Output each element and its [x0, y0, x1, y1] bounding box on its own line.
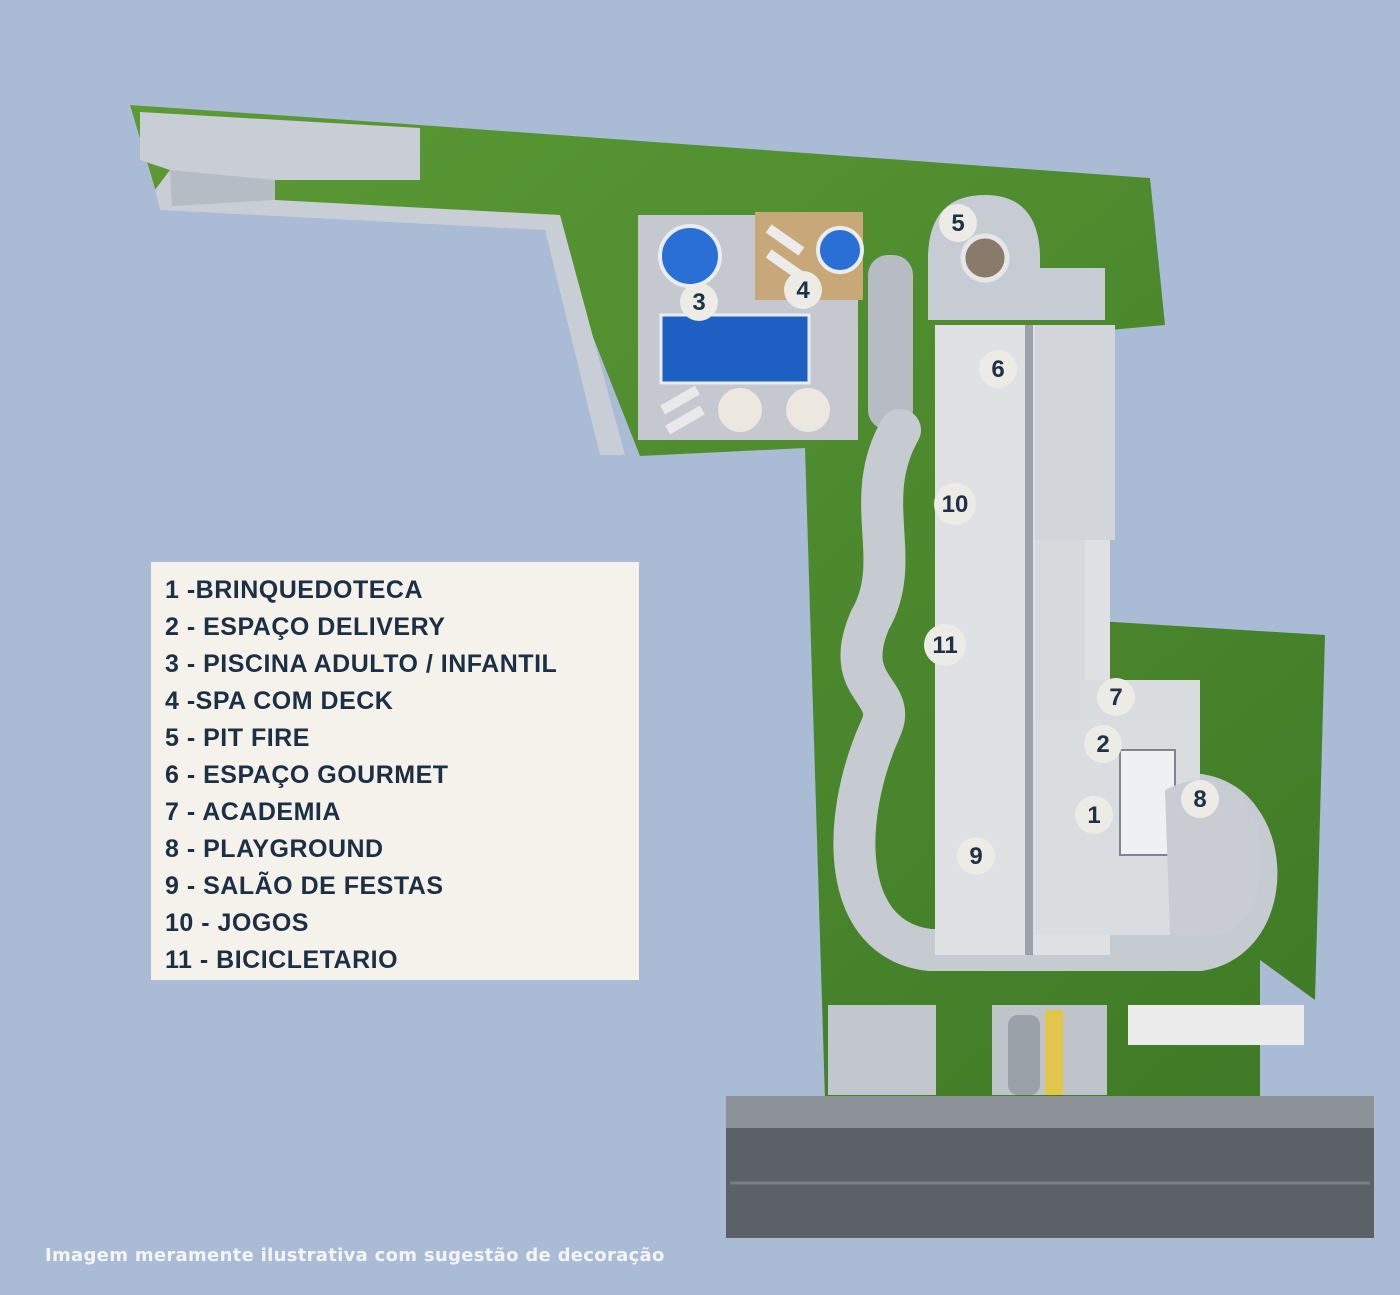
marker-1[interactable]: 1 — [1075, 796, 1113, 834]
kids-pool-icon — [658, 224, 722, 288]
legend-item: 4 -SPA COM DECK — [165, 687, 394, 715]
legend-item: 11 - BICICLETARIO — [165, 946, 399, 974]
building-block — [1035, 325, 1115, 540]
sunbed-icon — [665, 405, 705, 435]
sunbed-icon — [765, 249, 805, 281]
sunbed-icon — [660, 385, 700, 415]
legend-item: 5 - PIT FIRE — [165, 724, 310, 752]
marker-label: 11 — [932, 632, 957, 659]
marker-8[interactable]: 8 — [1181, 780, 1219, 818]
marker-label: 10 — [942, 491, 969, 518]
building-divider — [1025, 325, 1033, 955]
marker-10[interactable]: 10 — [934, 483, 976, 525]
umbrella-icon — [718, 388, 762, 432]
firepit-icon — [960, 233, 1010, 283]
building-block — [1035, 540, 1085, 720]
marker-label: 7 — [1109, 684, 1122, 711]
umbrella-icon — [786, 388, 830, 432]
marker-2[interactable]: 2 — [1084, 725, 1122, 763]
legend-item: 1 -BRINQUEDOTECA — [165, 576, 424, 604]
legend-panel: 1 -BRINQUEDOTECA 2 - ESPAÇO DELIVERY 3 -… — [151, 562, 639, 980]
marker-label: 4 — [796, 277, 810, 304]
playground-area — [1165, 779, 1261, 936]
car-icon — [1008, 1015, 1040, 1095]
service-area — [1128, 1005, 1304, 1045]
marker-3[interactable]: 3 — [680, 283, 718, 321]
marker-label: 9 — [969, 843, 982, 870]
sidewalk — [726, 1096, 1374, 1128]
marker-5[interactable]: 5 — [939, 204, 977, 242]
marker-11[interactable]: 11 — [924, 624, 966, 666]
marker-label: 3 — [692, 289, 705, 316]
marker-label: 1 — [1087, 802, 1100, 829]
entrance-block — [828, 1005, 936, 1095]
marker-label: 2 — [1096, 731, 1109, 758]
legend-item: 8 - PLAYGROUND — [165, 835, 384, 863]
marker-9[interactable]: 9 — [957, 837, 995, 875]
hatched-zone — [1045, 1010, 1063, 1095]
marker-label: 8 — [1193, 786, 1206, 813]
legend-list: 1 -BRINQUEDOTECA 2 - ESPAÇO DELIVERY 3 -… — [165, 572, 639, 979]
legend-item: 3 - PISCINA ADULTO / INFANTIL — [165, 650, 558, 678]
legend-item: 9 - SALÃO DE FESTAS — [165, 872, 444, 900]
spa-icon — [816, 226, 864, 274]
legend-item: 6 - ESPAÇO GOURMET — [165, 761, 449, 789]
marker-4[interactable]: 4 — [784, 271, 822, 309]
legend-item: 10 - JOGOS — [165, 909, 309, 937]
ramp-shade — [170, 170, 275, 206]
legend-item: 2 - ESPAÇO DELIVERY — [165, 613, 446, 641]
sunbed-icon — [765, 224, 805, 256]
marker-label: 6 — [991, 356, 1004, 383]
marker-7[interactable]: 7 — [1097, 678, 1135, 716]
adult-pool-icon — [659, 313, 811, 385]
stair-block — [868, 255, 913, 430]
legend-item: 7 - ACADEMIA — [165, 798, 341, 826]
marker-6[interactable]: 6 — [979, 350, 1017, 388]
disclaimer-caption: Imagem meramente ilustrativa com sugestã… — [45, 1245, 665, 1266]
marker-label: 5 — [951, 210, 964, 237]
